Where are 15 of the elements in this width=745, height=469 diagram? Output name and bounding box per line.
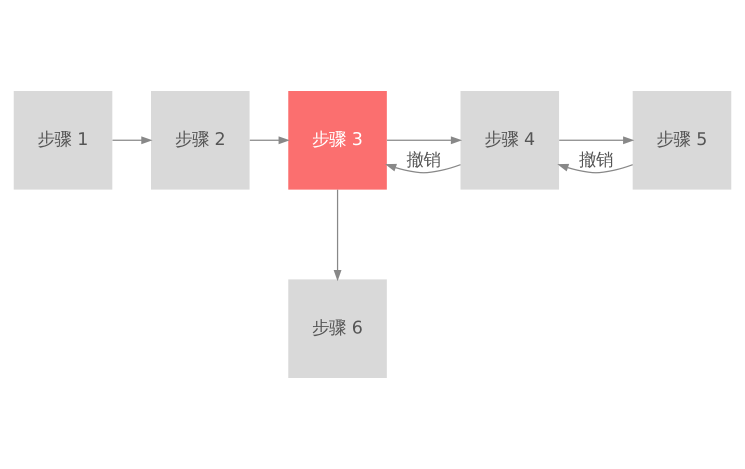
node-box: 步骤 3 [288, 91, 387, 190]
node-box: 步骤 5 [632, 91, 732, 190]
edge-label: 撤销 [578, 150, 613, 170]
node-box: 步骤 1 [14, 91, 112, 190]
arrow [250, 136, 290, 144]
node-box: 步骤 4 [460, 91, 560, 190]
node-box: 步骤 2 [151, 91, 250, 190]
edge-label: 撤销 [406, 150, 441, 170]
arrow [385, 164, 461, 174]
arrow [112, 136, 153, 144]
node-box: 步骤 6 [288, 279, 387, 378]
arrow [559, 136, 634, 144]
arrow [387, 136, 462, 144]
arrow [557, 164, 633, 174]
arrow [334, 190, 342, 282]
